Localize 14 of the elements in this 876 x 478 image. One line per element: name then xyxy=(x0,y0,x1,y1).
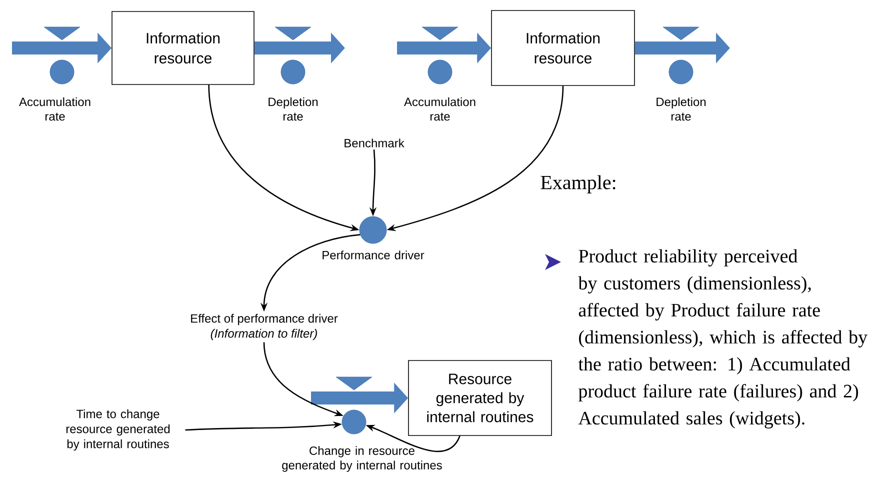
example-heading: Example: xyxy=(540,175,616,194)
rate-label: Change in resource generated by internal routines xyxy=(282,446,442,472)
bullet-text: Product reliability perceived by customers (dimensionless), affected by Product failure rate (dimensionless), which is affected by the ratio between: 1) Accumulated product failure rate (failures) and 2) Accumulated sales (widgets). xyxy=(578,249,868,428)
rate-label: Depletion rate xyxy=(268,97,318,121)
variable-label: Time to change resource generated by internal routines xyxy=(66,409,170,451)
variable-label: Effect of performance driver (Information to filter) xyxy=(191,314,338,340)
rate-label: Depletion rate xyxy=(656,97,706,121)
rate-label: Accumulation rate xyxy=(404,97,476,121)
stock-box: Resource generated by internal routines xyxy=(408,360,552,436)
rate-label: Performance driver xyxy=(322,250,424,260)
variable-label: Benchmark xyxy=(344,138,404,148)
stock-box: Information resource xyxy=(112,11,254,85)
rate-label: Accumulation rate xyxy=(19,97,90,121)
stock-box: Information resource xyxy=(491,10,635,86)
